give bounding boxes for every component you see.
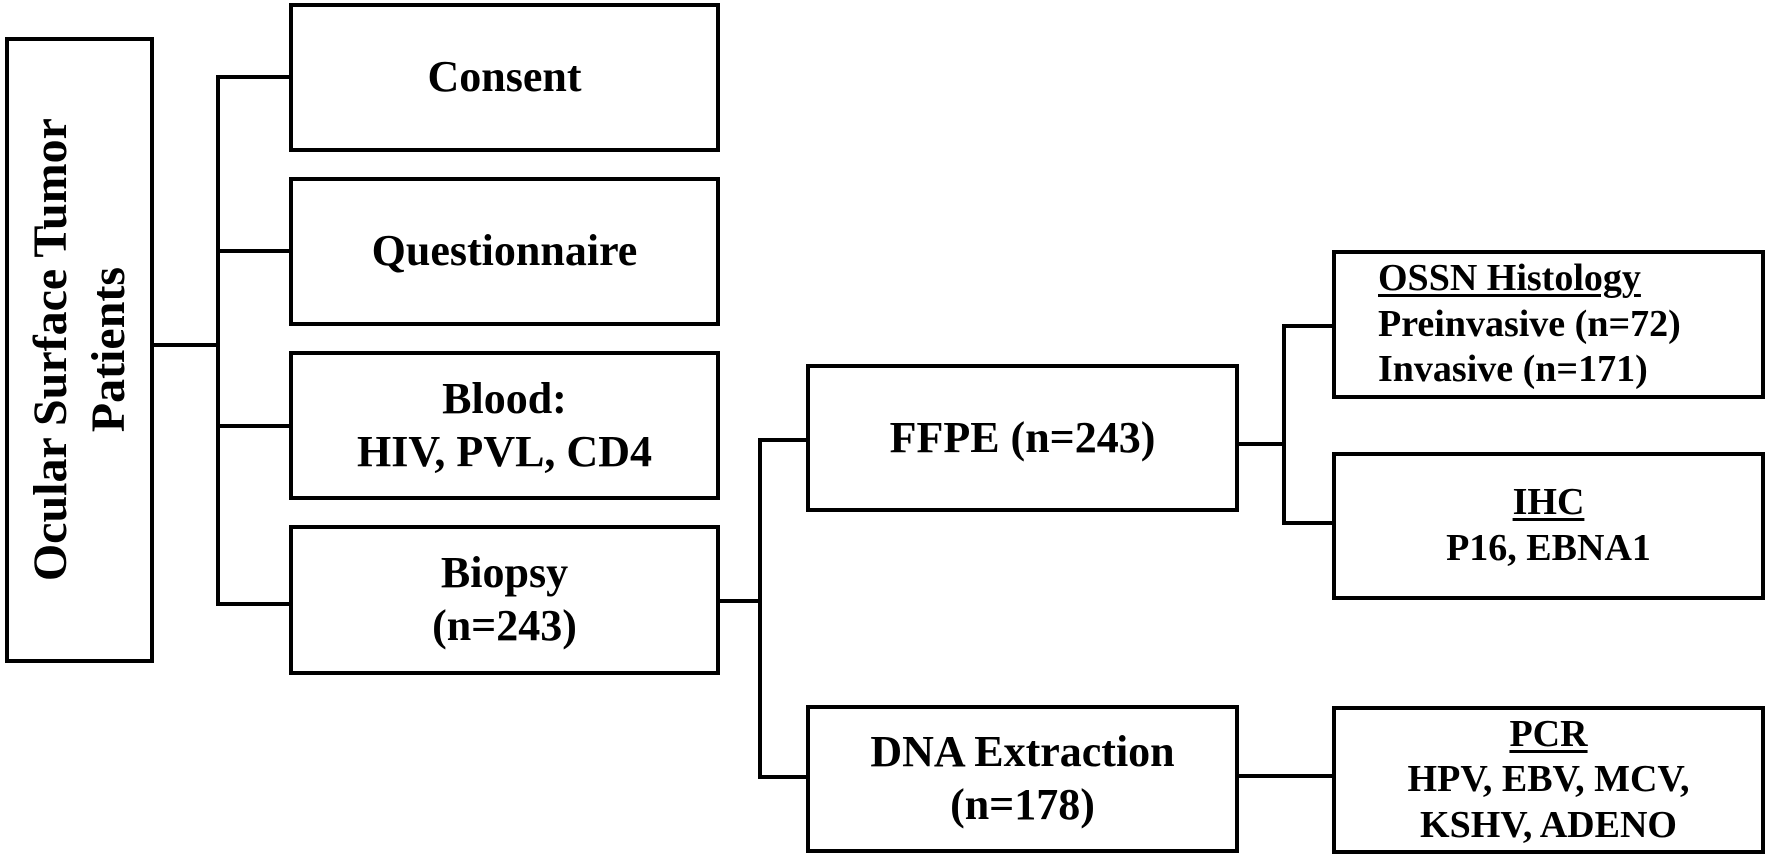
node-ossn-histology: OSSN Histology Preinvasive (n=72) Invasi… — [1332, 250, 1765, 399]
root-node-ocular-surface-tumor-patients: Ocular Surface Tumor Patients — [5, 37, 154, 663]
node-ihc: IHC P16, EBNA1 — [1332, 452, 1765, 600]
connector-to-ihc — [1282, 521, 1332, 525]
node-ossn-histology-line1: Preinvasive (n=72) — [1378, 302, 1681, 345]
node-dna-extraction-label-line1: DNA Extraction — [870, 727, 1175, 777]
node-consent-label: Consent — [427, 52, 582, 102]
node-consent: Consent — [289, 3, 720, 152]
node-biopsy-label-line1: Biopsy — [440, 548, 569, 598]
connector-trunk-level2 — [216, 75, 220, 606]
connector-to-biopsy — [216, 602, 289, 606]
node-ossn-histology-line2: Invasive (n=171) — [1378, 348, 1648, 391]
node-pcr-line2: KSHV, ADENO — [1420, 803, 1677, 846]
connector-to-questionnaire — [216, 249, 289, 253]
node-blood-label-line2: HIV, PVL, CD4 — [356, 426, 652, 476]
node-dna-extraction: DNA Extraction (n=178) — [806, 705, 1239, 853]
node-biopsy: Biopsy (n=243) — [289, 525, 720, 675]
node-ffpe: FFPE (n=243) — [806, 364, 1239, 512]
node-blood: Blood: HIV, PVL, CD4 — [289, 351, 720, 500]
node-ossn-histology-title: OSSN Histology — [1378, 257, 1641, 300]
connector-trunk-level3 — [758, 438, 762, 779]
connector-biopsy-to-trunk — [720, 599, 762, 603]
root-node-label-line1: Ocular Surface Tumor — [23, 118, 77, 582]
node-pcr-title: PCR — [1509, 712, 1588, 755]
node-questionnaire: Questionnaire — [289, 177, 720, 326]
node-pcr: PCR HPV, EBV, MCV, KSHV, ADENO — [1332, 706, 1765, 854]
root-node-label-line2: Patients — [81, 267, 135, 433]
connector-to-ossn — [1282, 324, 1332, 328]
connector-to-dna — [758, 775, 806, 779]
node-pcr-line1: HPV, EBV, MCV, — [1407, 758, 1690, 801]
node-biopsy-label-line2: (n=243) — [432, 601, 577, 650]
connector-root-to-trunk — [154, 343, 220, 347]
connector-ffpe-to-trunk — [1239, 442, 1286, 446]
node-ihc-title: IHC — [1512, 481, 1585, 524]
connector-to-blood — [216, 424, 289, 428]
node-blood-label-line1: Blood: — [442, 373, 567, 423]
connector-trunk-level4 — [1282, 324, 1286, 525]
connector-to-ffpe — [758, 438, 806, 442]
root-node-label: Ocular Surface Tumor Patients — [22, 118, 137, 581]
node-ihc-line1: P16, EBNA1 — [1446, 527, 1651, 569]
node-ffpe-label: FFPE (n=243) — [889, 412, 1156, 462]
node-dna-extraction-label-line2: (n=178) — [950, 780, 1095, 829]
connector-to-consent — [216, 75, 289, 79]
node-questionnaire-label: Questionnaire — [371, 226, 638, 276]
connector-dna-to-pcr — [1239, 774, 1332, 778]
